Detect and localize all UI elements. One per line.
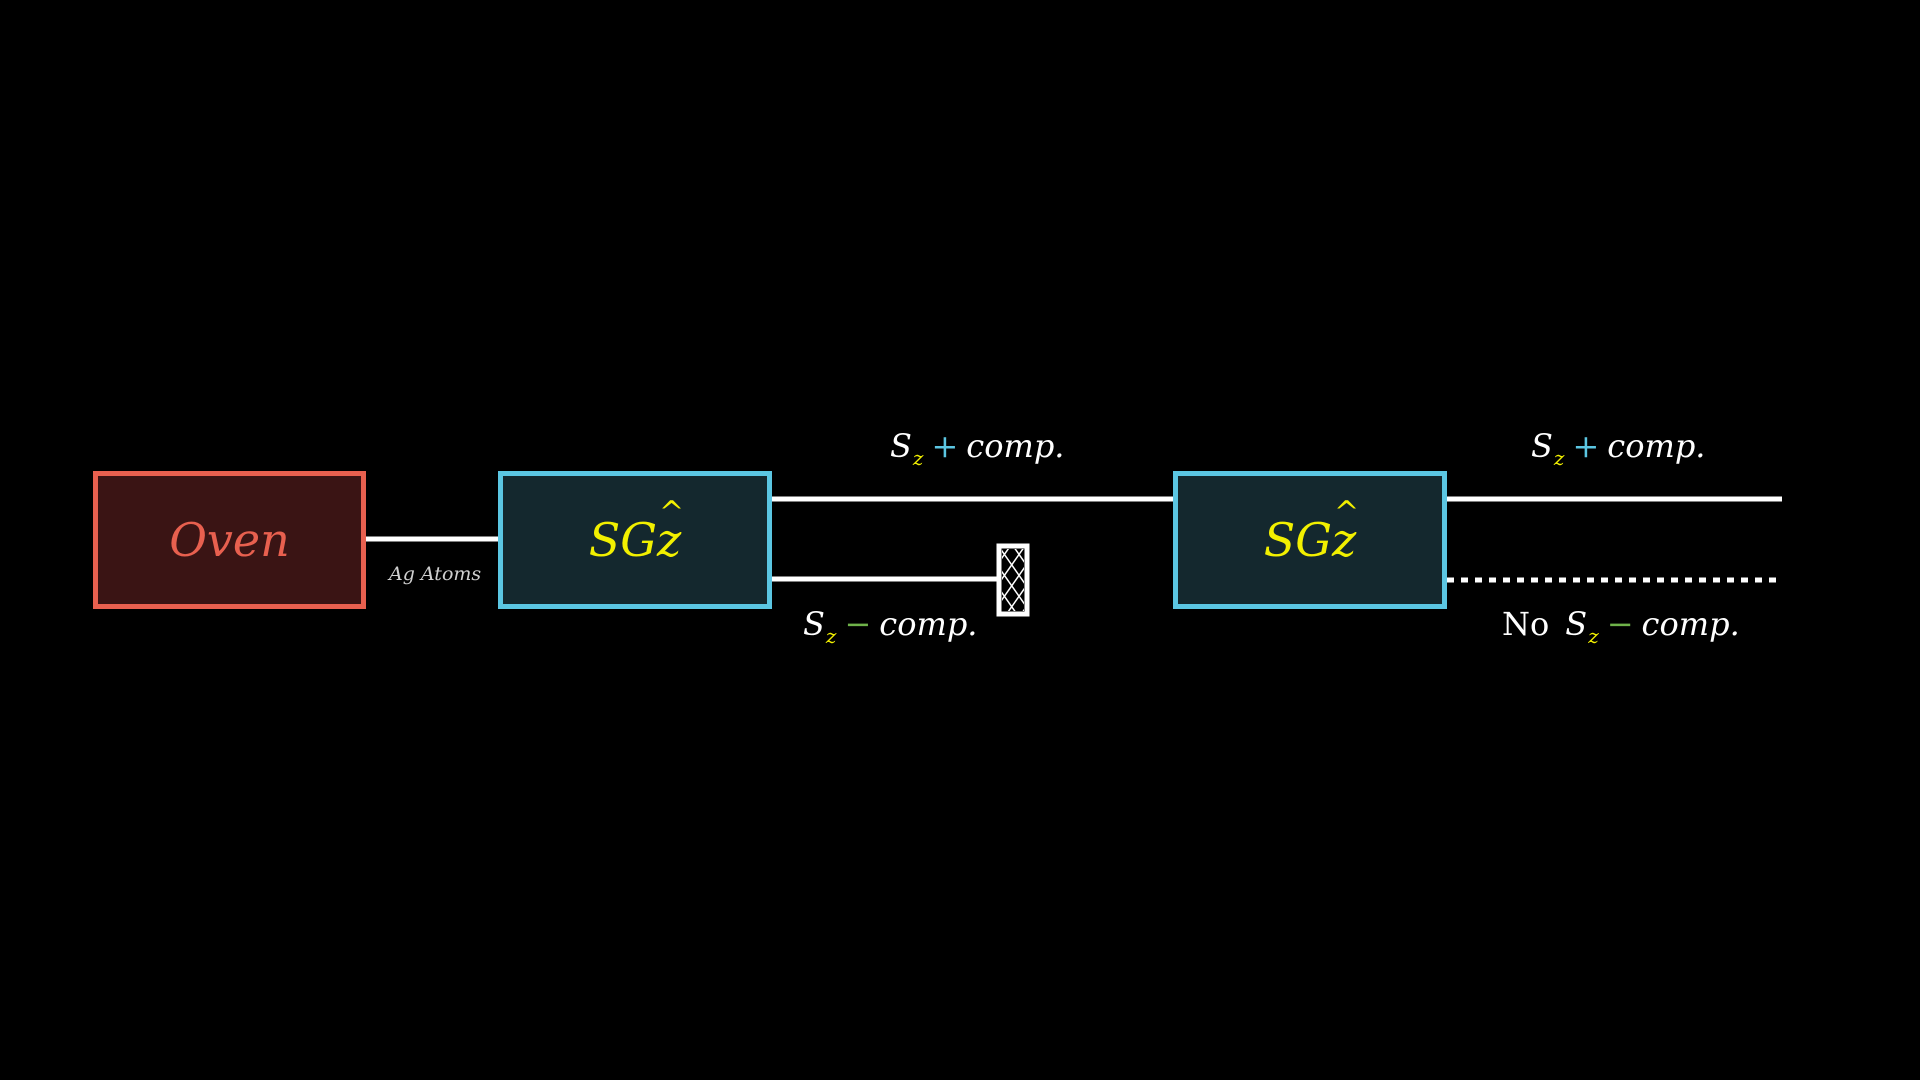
sg1-prefix: SG <box>588 513 657 567</box>
stern-gerlach-z-box-1: SGz <box>498 471 772 609</box>
sg1-plus-component-label: Sz+comp. <box>890 427 1065 470</box>
oven-box: Oven <box>93 471 366 609</box>
sg2-axis: z <box>1332 495 1359 567</box>
sg1-minus-component-label: Sz−comp. <box>803 605 978 648</box>
sg1-axis: z <box>657 495 684 567</box>
sg2-plus-component-label: Sz+comp. <box>1531 427 1706 470</box>
sg2-prefix: SG <box>1263 513 1332 567</box>
stern-gerlach-z-box-2: SGz <box>1173 471 1447 609</box>
ag-atoms-label: Ag Atoms <box>389 563 482 585</box>
beam-stop-icon <box>996 543 1030 617</box>
oven-label: Oven <box>169 513 290 567</box>
